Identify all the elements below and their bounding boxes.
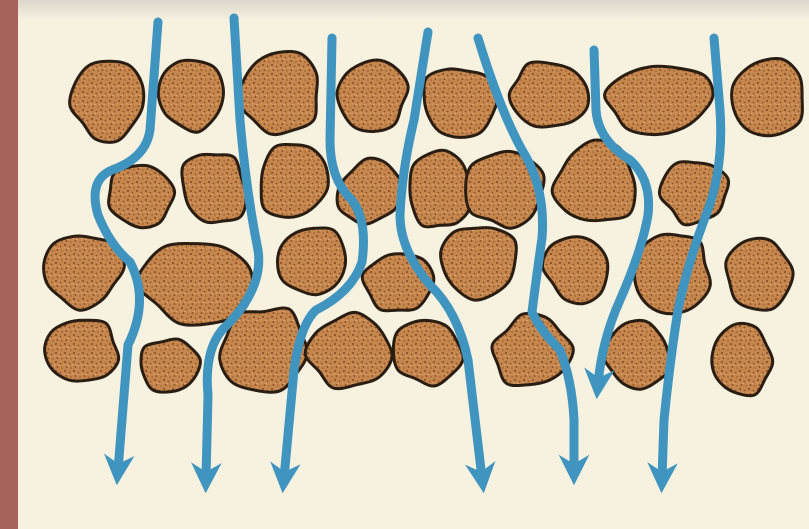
soil-particle-r1-1 (70, 61, 144, 142)
soil-particles-group (44, 51, 803, 395)
soil-particle-r4-2 (141, 339, 200, 392)
soil-particle-r1-6 (509, 62, 588, 127)
soil-particle-r1-2 (158, 60, 223, 132)
soil-particle-r2-3 (261, 144, 328, 217)
soil-particle-r1-5 (424, 69, 498, 138)
soil-particle-r4-5 (393, 320, 463, 386)
soil-particle-r3-6 (543, 237, 608, 304)
soil-particle-r2-1 (109, 165, 175, 227)
soil-particle-r1-3 (238, 51, 318, 134)
soil-particle-r3-3 (277, 228, 345, 295)
soil-particle-r2-2 (182, 154, 247, 222)
soil-particle-r4-7 (603, 320, 671, 389)
soil-particle-r4-8 (712, 323, 773, 395)
soil-particle-r1-8 (732, 58, 803, 135)
soil-particle-r3-8 (726, 238, 793, 310)
soil-particle-r1-4 (337, 60, 408, 131)
soil-particle-r2-5 (410, 150, 471, 227)
soil-particle-r3-5 (441, 228, 517, 301)
soil-particle-r4-4 (305, 312, 392, 388)
soil-particle-r4-1 (45, 320, 119, 381)
soil-particle-r1-7 (605, 66, 713, 134)
